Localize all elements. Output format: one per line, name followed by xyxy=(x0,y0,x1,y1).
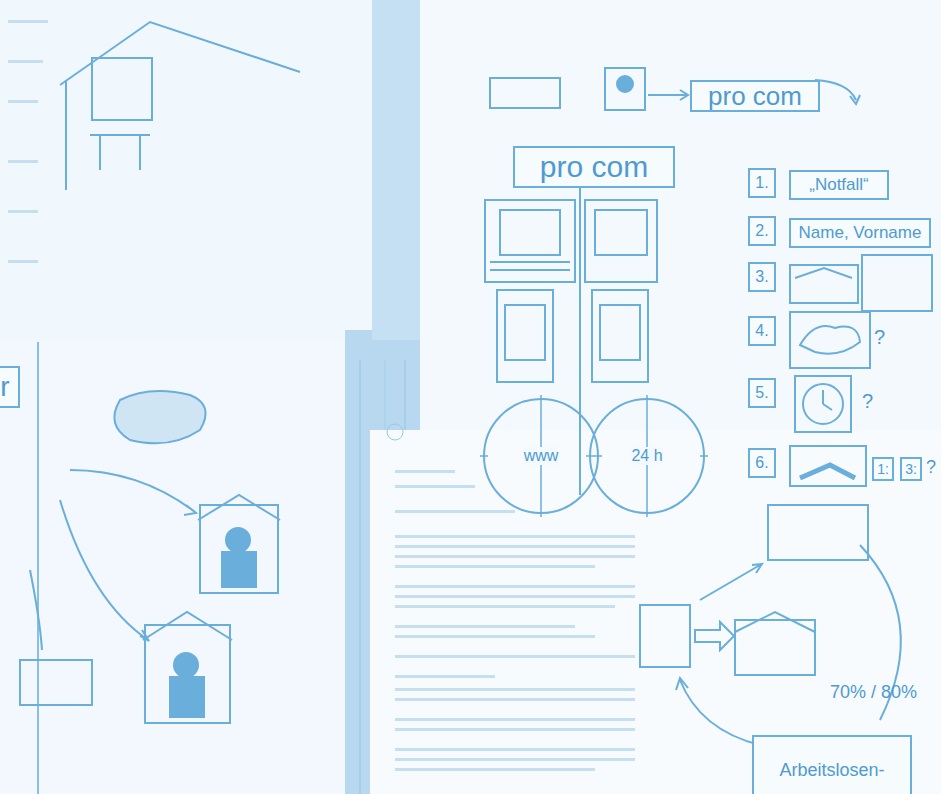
node-text: 5. xyxy=(755,384,768,402)
node-text: www xyxy=(524,447,559,465)
group-box: Arbeitslosen- xyxy=(752,735,912,794)
text-lines xyxy=(8,20,635,771)
node-text: „Notfall“ xyxy=(809,175,869,195)
node-text: r xyxy=(0,371,9,403)
cut-box: r xyxy=(0,366,20,408)
count-box: 3: xyxy=(900,457,922,481)
step-number: 3. xyxy=(748,262,776,292)
title-box: pro com xyxy=(690,80,820,112)
note-label: ? xyxy=(862,390,873,413)
node-text: Name, Vorname xyxy=(799,223,922,243)
node-text: 4. xyxy=(755,322,768,340)
node-text: 1: xyxy=(877,461,889,477)
cycle-ticks xyxy=(586,395,708,517)
step-number: 5. xyxy=(748,378,776,408)
node-text: 6. xyxy=(755,454,768,472)
note-label: ? xyxy=(874,326,885,349)
node-text: 3. xyxy=(755,268,768,286)
title-box: pro com xyxy=(513,146,675,188)
pictograms xyxy=(20,22,932,745)
step-box: „Notfall“ xyxy=(789,170,889,200)
node-text: Arbeitslosen- xyxy=(779,760,884,781)
node-text: 3: xyxy=(905,461,917,477)
cycle-ticks xyxy=(480,395,602,517)
node-text: pro com xyxy=(540,150,648,184)
step-number: 2. xyxy=(748,216,776,246)
cycle-circle: 24 h xyxy=(586,395,708,517)
cycle-circle: www xyxy=(480,395,602,517)
node-text: pro com xyxy=(708,81,802,112)
node-text: 1. xyxy=(755,174,768,192)
step-number: 1. xyxy=(748,168,776,198)
count-box: 1: xyxy=(872,457,894,481)
step-number: 6. xyxy=(748,448,776,478)
step-number: 4. xyxy=(748,316,776,346)
node-text: 2. xyxy=(755,222,768,240)
node-text: 24 h xyxy=(631,447,662,465)
note-label: ? xyxy=(926,457,936,478)
note-label: 70% / 80% xyxy=(830,682,917,703)
step-box: Name, Vorname xyxy=(789,218,931,248)
